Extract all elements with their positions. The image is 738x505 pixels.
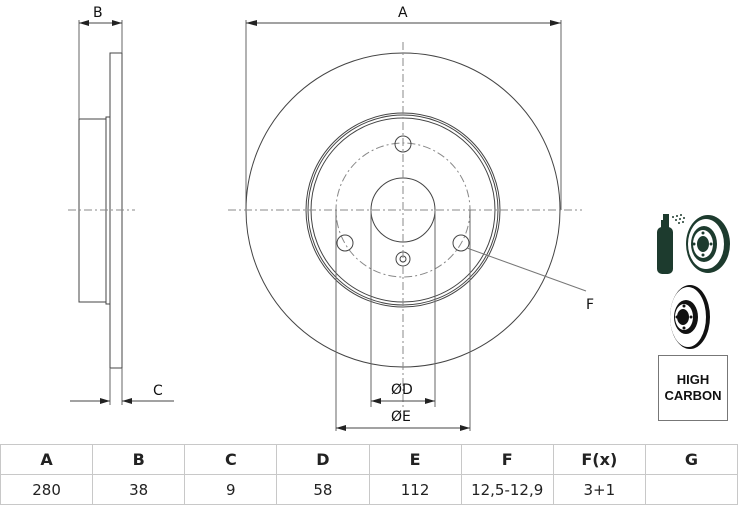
dim-C-label: C — [153, 383, 163, 399]
spec-value-F: 12,5-12,9 — [460, 474, 554, 505]
spec-table: A B C D E F F(x) G 280 38 9 58 112 12,5-… — [0, 444, 738, 505]
spec-table-value-row: 280 38 9 58 112 12,5-12,9 3+1 — [0, 474, 738, 505]
brake-disc-icon — [670, 285, 710, 349]
spec-value-A: 280 — [0, 474, 94, 505]
dim-E-label: ØE — [391, 409, 411, 425]
high-carbon-line2: CARBON — [664, 388, 722, 403]
spec-header-A: A — [0, 444, 94, 475]
dim-A-label: A — [398, 5, 408, 21]
spec-value-C: 9 — [184, 474, 278, 505]
spec-value-E: 112 — [368, 474, 462, 505]
high-carbon-badge: HIGH CARBON — [658, 355, 728, 421]
spec-header-Fx: F(x) — [552, 444, 646, 475]
callout-F-label: F — [586, 297, 594, 313]
spec-value-D: 58 — [276, 474, 370, 505]
high-carbon-line1: HIGH — [676, 372, 710, 387]
technical-drawing: B C — [68, 5, 730, 431]
front-view — [228, 20, 587, 431]
spec-value-B: 38 — [92, 474, 186, 505]
spec-table-header-row: A B C D E F F(x) G — [0, 444, 738, 475]
dim-B-label: B — [93, 5, 103, 21]
spec-header-E: E — [368, 444, 462, 475]
dim-D-label: ØD — [391, 382, 413, 398]
spec-header-D: D — [276, 444, 370, 475]
side-view — [68, 20, 174, 405]
spray-coated-disc-icon — [657, 214, 730, 274]
spec-header-B: B — [92, 444, 186, 475]
spec-header-G: G — [644, 444, 738, 475]
spec-header-C: C — [184, 444, 278, 475]
spec-header-F: F — [460, 444, 554, 475]
spec-value-Fx: 3+1 — [552, 474, 646, 505]
spec-value-G — [644, 474, 738, 505]
